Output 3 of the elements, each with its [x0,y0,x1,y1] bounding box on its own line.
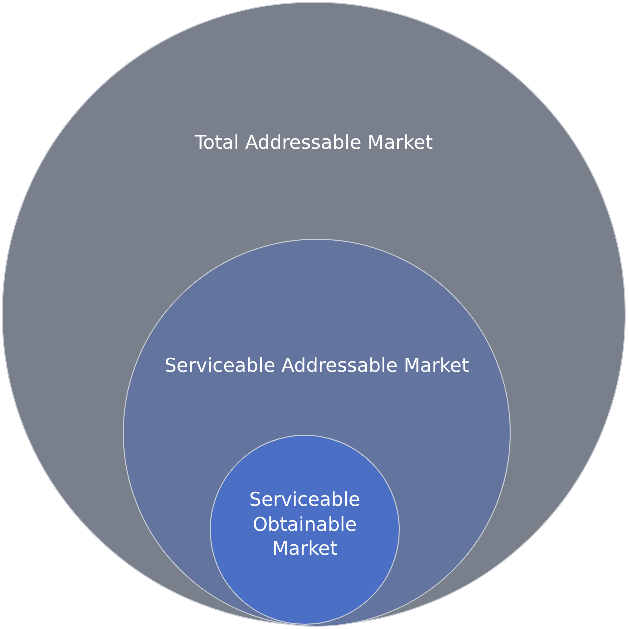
market-label: Serviceable Addressable Market [164,354,470,379]
market-label: Total Addressable Market [194,131,434,156]
market-label: Serviceable Obtainable Market [248,488,362,562]
